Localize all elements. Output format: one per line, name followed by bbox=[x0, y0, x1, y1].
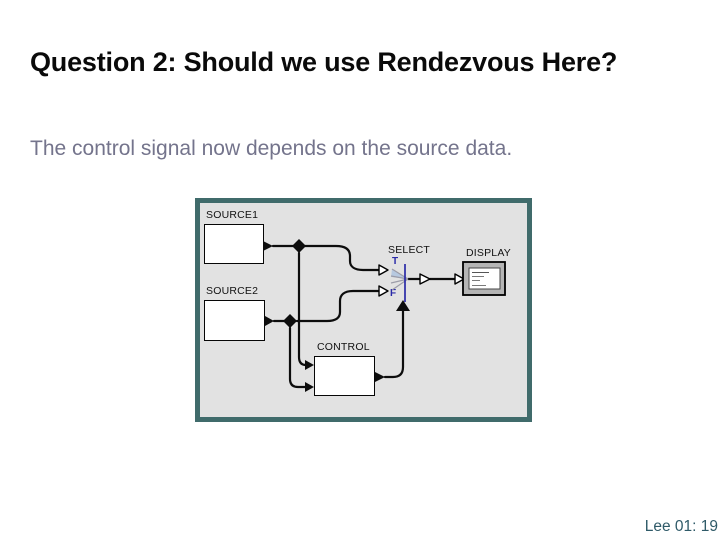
block-label-source1: SOURCE1 bbox=[206, 209, 259, 221]
select-true-label: T bbox=[392, 256, 399, 267]
block-label-display: DISPLAY bbox=[466, 247, 511, 259]
block-label-source2: SOURCE2 bbox=[206, 285, 259, 297]
slide-title: Question 2: Should we use Rendezvous Her… bbox=[30, 47, 618, 77]
slide-subtitle: The control signal now depends on the so… bbox=[30, 137, 513, 160]
block-label-control: CONTROL bbox=[317, 341, 370, 353]
block-control bbox=[314, 356, 375, 396]
select-false-label: F bbox=[390, 288, 397, 299]
block-source1 bbox=[204, 224, 264, 264]
block-label-select: SELECT bbox=[388, 244, 431, 256]
block-source2 bbox=[204, 300, 265, 341]
footer-page-label: Lee 01: 19 bbox=[644, 518, 718, 535]
